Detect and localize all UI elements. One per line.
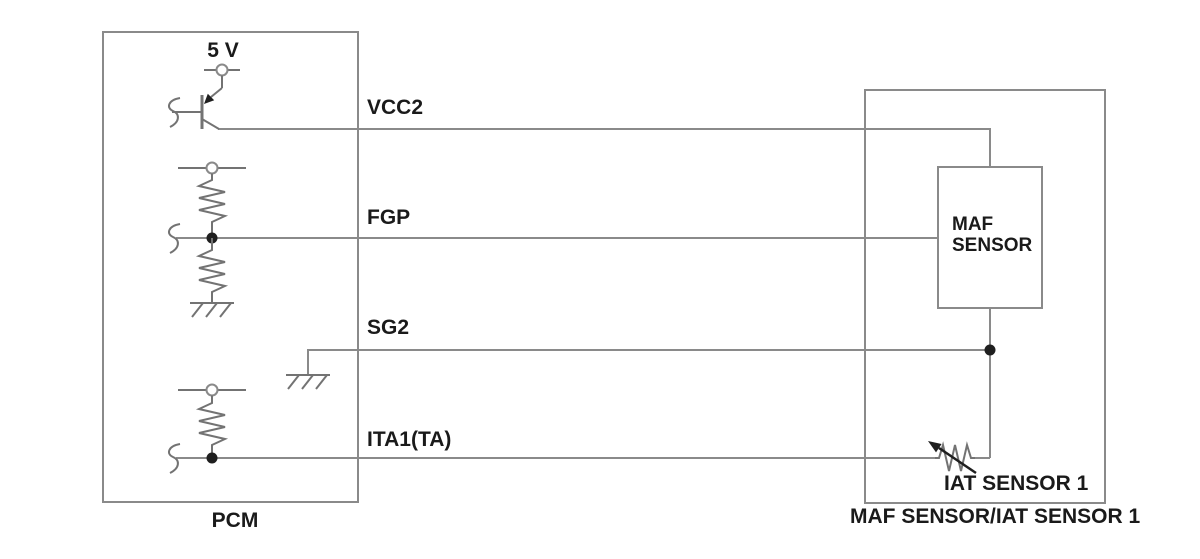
resistor-ita1 (195, 395, 229, 458)
terminal-fgp (178, 161, 246, 175)
maf-sensor-box (937, 166, 1043, 309)
ground-symbol-fgp (190, 302, 234, 318)
pin-label-vcc2: VCC2 (367, 96, 424, 119)
transistor-symbol (172, 75, 223, 130)
resistor-fgp-upper (195, 173, 229, 238)
resistor-fgp-lower (195, 238, 229, 303)
junction-dot-ita1 (206, 452, 218, 464)
terminal-5v (204, 63, 240, 77)
pcm-box (102, 31, 359, 503)
transistor-arrow-icon (204, 93, 215, 104)
wire-break-fgp (167, 223, 181, 254)
pcm-title: PCM (211, 509, 259, 532)
sensor-outer-box (864, 89, 1106, 504)
wire-sg2 (307, 349, 990, 375)
wire-vcc2 (218, 128, 991, 167)
thermistor-arrow-icon (928, 441, 942, 453)
ground-symbol-sg2 (286, 374, 330, 390)
pin-label-fgp: FGP (367, 206, 411, 229)
wire-break-ita1 (167, 443, 181, 474)
thermistor-symbol (928, 441, 977, 475)
maf-sensor-label: MAF SENSOR (952, 214, 1033, 256)
pin-label-sg2: SG2 (367, 316, 410, 339)
terminal-ita1 (178, 383, 246, 397)
supply-5v-label: 5 V (207, 39, 239, 62)
iat-sensor-label: IAT SENSOR 1 (944, 472, 1089, 495)
sensor-box-title: MAF SENSOR/IAT SENSOR 1 (850, 505, 1141, 528)
wire-break-vcc2 (167, 97, 181, 128)
junction-dot-sg2 (984, 344, 996, 356)
pin-label-ita1: ITA1(TA) (367, 428, 452, 451)
